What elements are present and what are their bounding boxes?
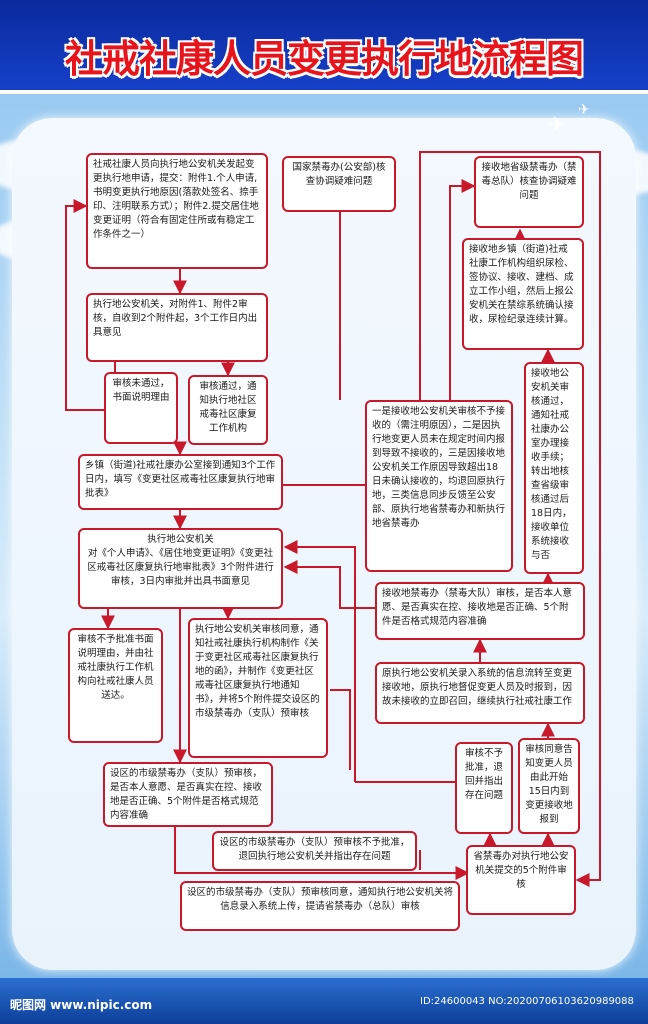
- arrow-recv-back: [283, 560, 375, 609]
- arrow-province-loop: [419, 151, 601, 887]
- dove-icon: ✈: [548, 112, 565, 136]
- node-township: 乡镇（街道)社戒社康办公室接到通知3个工作日内，填写《变更社区戒毒社区康复执行地…: [78, 454, 283, 510]
- watermark-site: 昵图网 www.nipic.com: [10, 998, 153, 1012]
- node-prov-approve: 审核同意告知变更人员由此开始15日内到变更接收地报到: [518, 738, 580, 834]
- dove-icon: ✈: [578, 102, 590, 118]
- node-review-fail: 审核未通过，书面说明理由: [104, 372, 178, 444]
- node-approve-pass: 执行地公安机关审核同意，通知社戒社康执行机构制作《关于变更社区戒毒社区康复执行地…: [188, 618, 328, 758]
- node-apply: 社戒社康人员向执行地公安机关发起变更执行地申请，提交：附件1.个人申请,书明变更…: [86, 153, 268, 269]
- node-recv-prov-review: 接收地禁毒办（禁毒大队）审核，是否本人意愿、是否真实在控、接收地是否正确、5个附…: [375, 582, 585, 640]
- node-prov-reject: 审核不予批准，退回并指出存在问题: [455, 742, 513, 834]
- node-review-pass: 审核通过，通知执行地社区戒毒社区康复工作机构: [188, 375, 268, 445]
- page-title: 社戒社康人员变更执行地流程图: [64, 37, 584, 81]
- node-city-prereview: 设区的市级禁毒办（支队）预审核，是否本人意愿、是否真实在控、接收地是否正确、5个…: [103, 762, 273, 827]
- node-recv-township: 接收地乡镇（街道)社戒社康工作机构组织尿检、签协议、接收、建档、成立工作小组，然…: [462, 238, 584, 350]
- node-refuse-note: 一是接收地公安机关审核不予接收的（需注明原因），二是因执行地变更人员未在规定时间…: [365, 400, 513, 572]
- node-national: 国家禁毒办(公安部)核查协调疑难问题: [282, 156, 396, 212]
- footer-band: [0, 978, 648, 1024]
- watermark-id: ID:24600043 NO:20200706103620989088: [420, 996, 634, 1007]
- node-recv-province: 接收地省级禁毒办（禁毒总队）核查协调疑难问题: [474, 156, 584, 228]
- node-approve-fail: 审核不予批准书面说明理由，并由社戒社康执行工作机构向社戒社康人员送达。: [68, 628, 163, 743]
- arrow-refuse-to-recvprov: [449, 179, 476, 400]
- arrow-reject-loop: [283, 540, 356, 782]
- node-system-transfer: 原执行地公安机关录入系统的信息流转至变更接收地，原执行地督促变更人员及时报到，因…: [375, 662, 585, 724]
- node-recv-police: 接收地公安机关审核通过，通知社戒社康办公室办理接收手续；转出地核查省级审核通过后…: [524, 362, 584, 574]
- node-city-reject: 设区的市级禁毒办（支队）预审核不予批准，退回执行地公安机关并指出存在问题: [212, 831, 417, 871]
- node-police-review: 执行地公安机关，对附件1、附件2审核，自收到2个附件起，3个工作日内出具意见: [86, 293, 268, 362]
- arrow-city-to-province: [174, 827, 470, 880]
- node-police-approve: 执行地公安机关 对《个人申请》、《居住地变更证明》《变更社区戒毒社区康复执行地审…: [78, 528, 283, 609]
- node-city-approve: 设区的市级禁毒办（支队）预审核同意，通知执行地公安机关将信息录入系统上传，提请省…: [180, 881, 460, 931]
- node-province-review: 省禁毒办对执行地公安机关提交的5个附件审核: [466, 845, 576, 915]
- arrow-reject-up: [330, 689, 351, 770]
- title-banner: [0, 0, 648, 94]
